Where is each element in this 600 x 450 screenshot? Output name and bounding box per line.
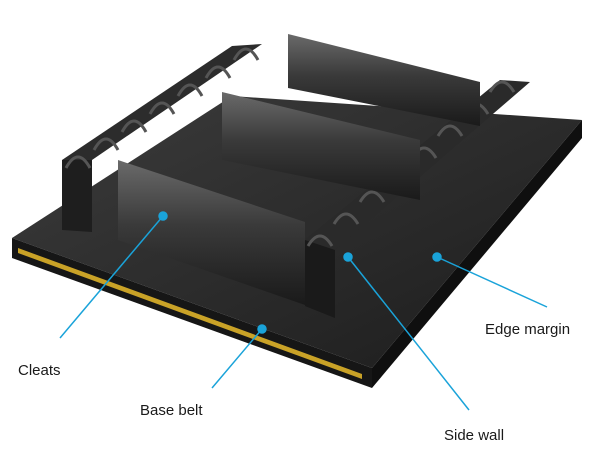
base-belt-right <box>372 120 582 388</box>
cleat-back <box>288 34 480 126</box>
base-belt-label: Base belt <box>140 402 203 419</box>
leader-line-side-wall <box>347 256 470 411</box>
side-wall-left <box>62 44 262 232</box>
leader-line-cleats <box>59 215 164 339</box>
leader-lines <box>59 211 548 411</box>
leader-dot-base-belt <box>257 324 267 334</box>
side-wall-label: Side wall <box>444 427 505 444</box>
base-belt-core-layer <box>18 248 362 379</box>
leader-dot-side-wall <box>343 252 353 262</box>
leader-line-base-belt <box>211 328 263 389</box>
cleats-label: Cleats <box>18 362 61 379</box>
edge-margin-label: Edge margin <box>485 321 571 338</box>
leader-line-edge-margin <box>436 256 548 308</box>
leader-dot-cleats <box>158 211 168 221</box>
cleat-front <box>118 160 305 305</box>
cleat-middle <box>222 92 420 200</box>
leader-dot-edge-margin <box>432 252 442 262</box>
